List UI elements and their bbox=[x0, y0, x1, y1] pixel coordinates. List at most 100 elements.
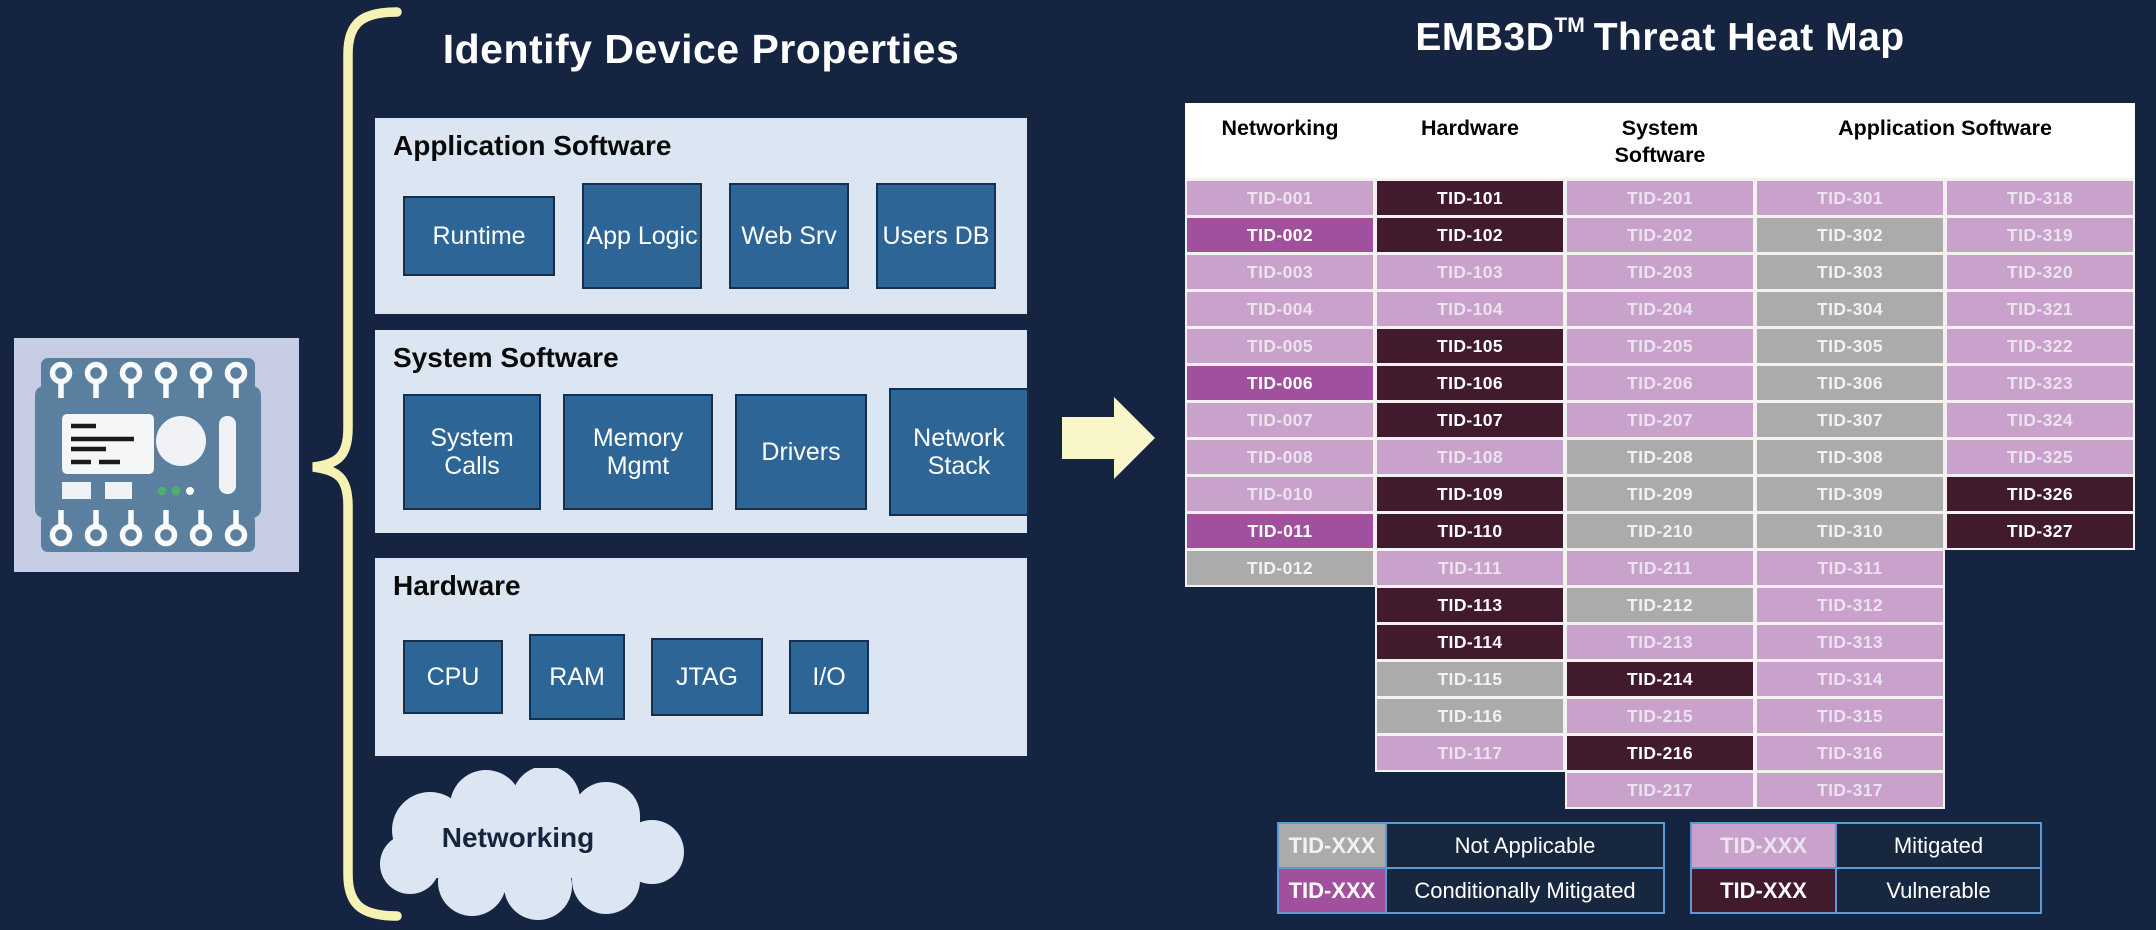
heatmap-title-rest: Threat Heat Map bbox=[1593, 16, 1905, 59]
legend-swatch: TID-XXX bbox=[1279, 824, 1387, 867]
heatmap-cell: TID-318 bbox=[1947, 181, 2133, 215]
header-hardware: Hardware bbox=[1421, 116, 1519, 140]
component-box: App Logic bbox=[582, 183, 702, 289]
right-arrow-icon bbox=[1062, 397, 1155, 479]
heatmap-cell: TID-311 bbox=[1757, 551, 1943, 585]
heatmap-cell: TID-206 bbox=[1567, 366, 1753, 400]
heatmap-cell: TID-320 bbox=[1947, 255, 2133, 289]
heatmap-cell: TID-106 bbox=[1377, 366, 1563, 400]
heatmap-cell: TID-117 bbox=[1377, 736, 1563, 770]
component-box: Drivers bbox=[735, 393, 867, 510]
cloud-icon bbox=[380, 768, 684, 920]
heatmap-cell: TID-319 bbox=[1947, 218, 2133, 252]
heatmap-cell: TID-209 bbox=[1567, 477, 1753, 511]
heatmap-cell: TID-115 bbox=[1377, 662, 1563, 696]
heatmap-cell: TID-214 bbox=[1567, 662, 1753, 696]
heatmap-cell: TID-327 bbox=[1947, 514, 2133, 548]
legend-label: Not Applicable bbox=[1454, 832, 1596, 858]
heatmap-cell: TID-305 bbox=[1757, 329, 1943, 363]
heatmap-cell: TID-212 bbox=[1567, 588, 1753, 622]
heatmap-cell: TID-202 bbox=[1567, 218, 1753, 252]
heatmap-cell: TID-116 bbox=[1377, 699, 1563, 733]
heatmap-cell: TID-309 bbox=[1757, 477, 1943, 511]
heatmap-cell: TID-010 bbox=[1187, 477, 1373, 511]
heatmap-cell: TID-308 bbox=[1757, 440, 1943, 474]
heatmap-cell: TID-111 bbox=[1377, 551, 1563, 585]
heatmap-cell: TID-304 bbox=[1757, 292, 1943, 326]
heatmap-cell: TID-208 bbox=[1567, 440, 1753, 474]
heatmap-cell: TID-213 bbox=[1567, 625, 1753, 659]
header-application-software: Application Software bbox=[1838, 116, 2052, 140]
heatmap-cell: TID-102 bbox=[1377, 218, 1563, 252]
heatmap-cell: TID-011 bbox=[1187, 514, 1373, 548]
heatmap-cell: TID-315 bbox=[1757, 699, 1943, 733]
heatmap-cell: TID-321 bbox=[1947, 292, 2133, 326]
component-box: Users DB bbox=[876, 183, 996, 289]
heatmap-cell: TID-322 bbox=[1947, 329, 2133, 363]
heatmap-cell: TID-217 bbox=[1567, 773, 1753, 807]
heatmap-cell: TID-002 bbox=[1187, 218, 1373, 252]
heatmap-cell: TID-316 bbox=[1757, 736, 1943, 770]
component-box: Web Srv bbox=[729, 183, 849, 289]
legend-swatch: TID-XXX bbox=[1279, 869, 1387, 912]
heatmap-cell: TID-201 bbox=[1567, 181, 1753, 215]
heatmap-cell: TID-005 bbox=[1187, 329, 1373, 363]
pins-bottom bbox=[49, 510, 248, 547]
heatmap-cell: TID-302 bbox=[1757, 218, 1943, 252]
heatmap-cell: TID-204 bbox=[1567, 292, 1753, 326]
heatmap-cell: TID-104 bbox=[1377, 292, 1563, 326]
heatmap-cell: TID-110 bbox=[1377, 514, 1563, 548]
heatmap-cell: TID-326 bbox=[1947, 477, 2133, 511]
heatmap-cell: TID-301 bbox=[1757, 181, 1943, 215]
trademark-sup: TM bbox=[1554, 14, 1585, 37]
heatmap-cell: TID-310 bbox=[1757, 514, 1943, 548]
heatmap-cell: TID-101 bbox=[1377, 181, 1563, 215]
heatmap-cell: TID-312 bbox=[1757, 588, 1943, 622]
component-box: I/O bbox=[789, 640, 869, 714]
component-box: Memory Mgmt bbox=[563, 393, 713, 510]
header-networking: Networking bbox=[1221, 116, 1339, 140]
heatmap-cell: TID-211 bbox=[1567, 551, 1753, 585]
legend-label: Mitigated bbox=[1893, 832, 1984, 858]
component-box: RAM bbox=[529, 634, 625, 720]
curly-brace bbox=[312, 7, 402, 921]
heatmap-cell: TID-210 bbox=[1567, 514, 1753, 548]
heatmap-cell: TID-012 bbox=[1187, 551, 1373, 585]
heatmap-cell: TID-003 bbox=[1187, 255, 1373, 289]
heatmap-cell: TID-108 bbox=[1377, 440, 1563, 474]
panel-application-software: Application Software Runtime App Logic Web… bbox=[375, 118, 1027, 314]
legend-row: TID-XXX Mitigated bbox=[1692, 824, 2040, 867]
heatmap-header: Networking Hardware System Software Appl… bbox=[1185, 103, 2135, 178]
component-box: Runtime bbox=[403, 196, 555, 276]
header-system-software: System Software bbox=[1614, 116, 1706, 167]
heatmap-cell: TID-109 bbox=[1377, 477, 1563, 511]
heatmap-cell: TID-001 bbox=[1187, 181, 1373, 215]
heatmap-cell: TID-324 bbox=[1947, 403, 2133, 437]
heatmap-cell: TID-303 bbox=[1757, 255, 1943, 289]
heatmap-cell: TID-203 bbox=[1567, 255, 1753, 289]
panel-label: Hardware bbox=[393, 570, 521, 601]
heatmap-cell: TID-105 bbox=[1377, 329, 1563, 363]
legend-swatch: TID-XXX bbox=[1692, 824, 1837, 867]
heatmap-cell: TID-207 bbox=[1567, 403, 1753, 437]
heatmap-cell: TID-008 bbox=[1187, 440, 1373, 474]
heatmap-cell: TID-314 bbox=[1757, 662, 1943, 696]
heatmap-cell: TID-007 bbox=[1187, 403, 1373, 437]
heatmap-cell: TID-323 bbox=[1947, 366, 2133, 400]
pins-top bbox=[49, 361, 248, 398]
cloud-label: Networking bbox=[441, 822, 595, 853]
panel-label: System Software bbox=[393, 342, 619, 373]
panel-label: Application Software bbox=[393, 130, 672, 161]
